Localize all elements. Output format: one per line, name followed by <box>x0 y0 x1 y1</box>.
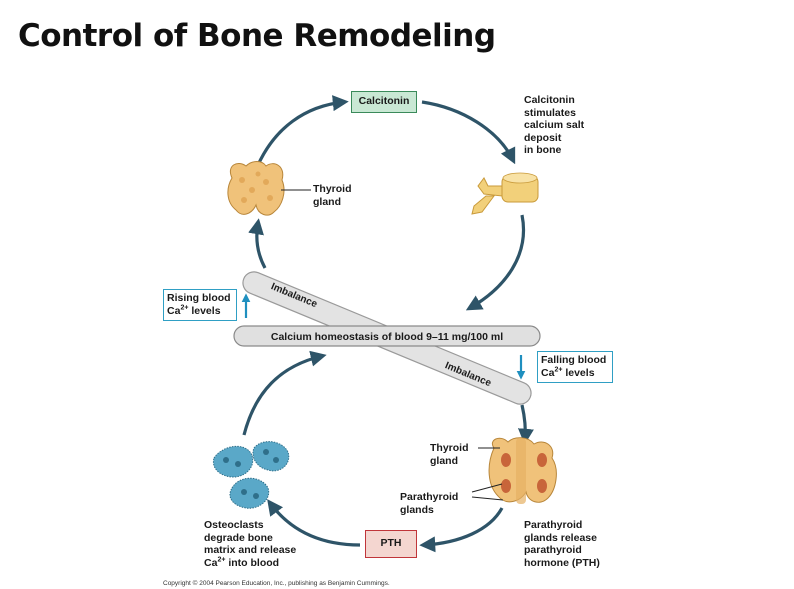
bone-vertebra-icon <box>471 172 539 215</box>
copyright-notice: Copyright © 2004 Pearson Education, Inc.… <box>163 580 390 587</box>
falling-level-box: Falling blood Ca2+ levels <box>537 351 613 383</box>
falling-level-line1: Falling blood <box>541 354 607 366</box>
thyroid-gland-icon <box>227 161 285 216</box>
lower-cycle-arrows <box>242 350 534 553</box>
calcitonin-effect-label: Calcitonin stimulates calcium salt depos… <box>524 94 585 156</box>
arrow-osteoclasts-to-homeostasis <box>242 350 327 436</box>
rising-level-line1: Rising blood <box>167 292 231 304</box>
parathyroid-gland-icon <box>488 437 557 504</box>
arrow-thyroid-to-calcitonin <box>256 95 349 166</box>
arrow-pth-to-osteoclasts <box>267 499 361 547</box>
arrow-bone-to-homeostasis <box>465 214 525 311</box>
parathyroid-leader-1 <box>471 483 503 493</box>
osteoclasts-icon <box>212 441 290 509</box>
arrow-parathyroid-to-pth <box>419 507 504 553</box>
homeostasis-label: Calcium homeostasis of blood 9–11 mg/100… <box>271 331 503 343</box>
thyroid-bottom-label: Thyroid gland <box>430 442 469 467</box>
pth-box: PTH <box>365 530 417 558</box>
rising-level-box: Rising blood Ca2+ levels <box>163 289 237 321</box>
falling-level-line2: Ca2+ levels <box>541 366 595 380</box>
parathyroid-leader-2 <box>471 496 504 501</box>
arrow-rising-to-thyroid <box>248 218 267 269</box>
page-title: Control of Bone Remodeling <box>18 18 496 54</box>
rising-level-line2: Ca2+ levels <box>167 304 221 318</box>
calcitonin-box: Calcitonin <box>351 91 417 113</box>
osteoclasts-label: Osteoclasts degrade bone matrix and rele… <box>204 519 297 569</box>
thyroid-top-label: Thyroid gland <box>313 183 352 208</box>
homeostasis-bar <box>233 325 541 347</box>
arrow-falling-to-thyroid <box>517 404 534 445</box>
upper-cycle-arrows <box>248 95 525 311</box>
parathyroid-release-label: Parathyroid glands release parathyroid h… <box>524 519 600 569</box>
parathyroid-label: Parathyroid glands <box>400 491 459 516</box>
arrow-calcitonin-to-bone <box>421 100 516 165</box>
